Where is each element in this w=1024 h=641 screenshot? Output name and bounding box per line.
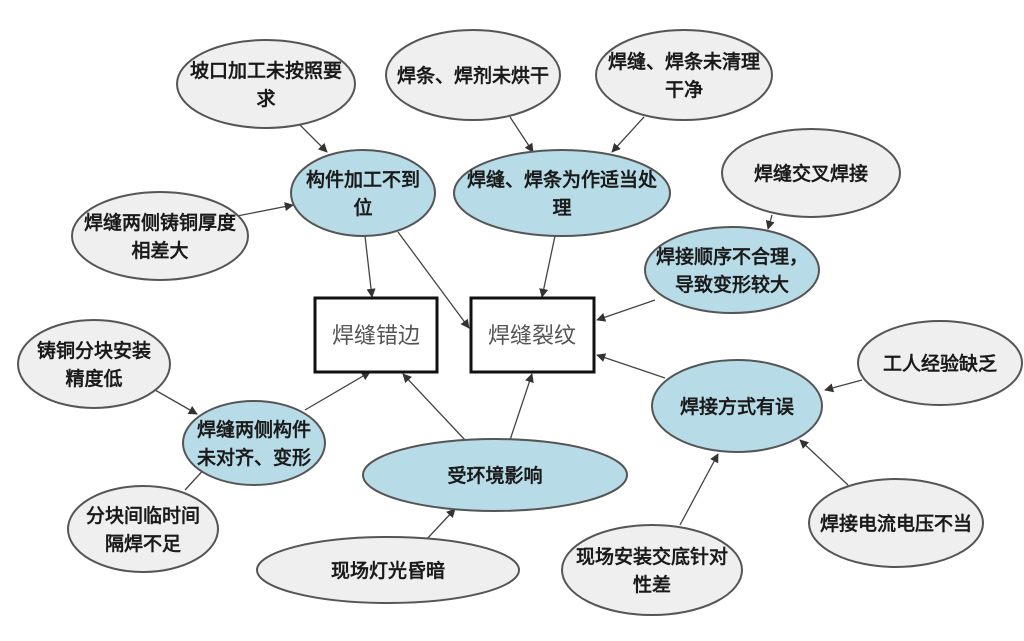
node-label: 焊缝两侧铸铜厚度 xyxy=(84,211,237,234)
category-ellipse xyxy=(651,359,823,453)
category-ellipse xyxy=(362,438,628,512)
node-label: 导致变形较大 xyxy=(675,273,789,296)
node-label: 焊接电流电压不当 xyxy=(820,512,972,535)
arrow-env-to-crack xyxy=(509,373,534,441)
node-light: 现场灯光昏暗 xyxy=(256,536,520,604)
cause-ellipse xyxy=(721,128,901,218)
node-label: 性差 xyxy=(633,573,671,596)
arrow-align-to-misalign xyxy=(304,371,371,411)
node-label: 坡口加工未按照要 xyxy=(190,59,342,82)
cause-ellipse xyxy=(595,29,773,121)
problem-boxes: 焊缝错边 焊缝裂纹 xyxy=(313,296,596,374)
node-method: 焊接方式有误 xyxy=(651,359,823,453)
node-label: 干净 xyxy=(665,78,703,101)
node-label: 焊接方式有误 xyxy=(680,395,795,418)
cause-ellipse xyxy=(857,320,1023,406)
node-label: 精度低 xyxy=(65,367,122,390)
node-current: 焊接电流电压不当 xyxy=(808,478,984,568)
problem-box-crack: 焊缝裂纹 xyxy=(469,296,596,374)
node-label: 分块间临时间 xyxy=(86,504,200,527)
arrow-exp-to-method xyxy=(824,379,863,393)
node-env: 受环境影响 xyxy=(362,438,628,512)
node-label: 未对齐、变形 xyxy=(196,446,311,469)
node-label: 铸铜分块安装 xyxy=(37,339,151,362)
node-label: 求 xyxy=(256,87,276,110)
arrow-thick-to-part_proc xyxy=(231,202,294,218)
node-label: 位 xyxy=(353,196,372,219)
node-label: 现场灯光昏暗 xyxy=(331,559,445,582)
node-label: 焊缝交叉焊接 xyxy=(754,162,868,185)
arrow-method-to-crack xyxy=(596,353,666,379)
cause-ellipse xyxy=(385,29,561,121)
cause-ellipse xyxy=(256,536,520,604)
node-exp: 工人经验缺乏 xyxy=(857,320,1023,406)
arrow-rod_treat-to-crack xyxy=(539,235,556,298)
arrow-rod_clean-to-rod_treat xyxy=(611,116,645,153)
node-label: 工人经验缺乏 xyxy=(883,352,997,375)
node-label: 隔焊不足 xyxy=(105,532,182,555)
cause-ellipse xyxy=(71,191,249,281)
arrows xyxy=(154,116,863,542)
node-label: 焊缝、焊条未清理 xyxy=(608,50,760,73)
arrow-light-to-env xyxy=(424,508,456,542)
node-cross: 焊缝交叉焊接 xyxy=(721,128,901,218)
arrow-precision-to-align xyxy=(154,389,198,415)
node-order: 焊接顺序不合理， 导致变形较大 xyxy=(644,226,820,314)
node-label: 焊缝、焊条为作适当处 xyxy=(467,168,658,191)
category-ellipse xyxy=(644,226,820,314)
cause-ellipse xyxy=(17,319,171,409)
arrow-order-to-crack xyxy=(596,299,656,322)
node-label: 焊接顺序不合理， xyxy=(656,245,808,268)
node-label: 受环境影响 xyxy=(447,464,542,487)
nodes: 坡口加工未按照要求焊条、焊剂未烘干焊缝、焊条未清理干净构件加工不到位焊缝、焊条为… xyxy=(17,29,1023,616)
problem-box-misalign: 焊缝错边 xyxy=(313,296,439,374)
problem-label: 焊缝裂纹 xyxy=(488,324,576,349)
problem-label: 焊缝错边 xyxy=(332,324,420,349)
cause-ellipse xyxy=(67,485,219,573)
node-label: 相差大 xyxy=(131,239,188,262)
node-label: 焊条、焊剂未烘干 xyxy=(397,64,549,87)
node-label: 理 xyxy=(552,197,571,219)
node-label: 现场安装交底针对 xyxy=(576,545,728,568)
cause-ellipse xyxy=(176,39,356,129)
arrow-brief-to-method xyxy=(679,453,719,526)
arrow-env-to-misalign xyxy=(402,373,466,441)
arrow-cross-to-order xyxy=(765,214,775,230)
category-ellipse xyxy=(182,400,326,486)
arrow-part_proc-to-crack xyxy=(397,231,470,329)
node-label: 构件加工不到 xyxy=(306,168,420,191)
cause-ellipse xyxy=(561,524,743,616)
node-label: 焊缝两侧构件 xyxy=(197,418,311,441)
node-rod_dry: 焊条、焊剂未烘干 xyxy=(385,29,561,121)
category-ellipse xyxy=(290,149,436,237)
arrow-rod_dry-to-rod_treat xyxy=(509,116,534,153)
arrow-current-to-method xyxy=(799,439,849,486)
cause-ellipse xyxy=(808,478,984,568)
category-ellipse xyxy=(453,149,671,237)
arrow-part_proc-to-misalign xyxy=(364,235,376,298)
arrow-groove-to-part_proc xyxy=(299,124,328,153)
